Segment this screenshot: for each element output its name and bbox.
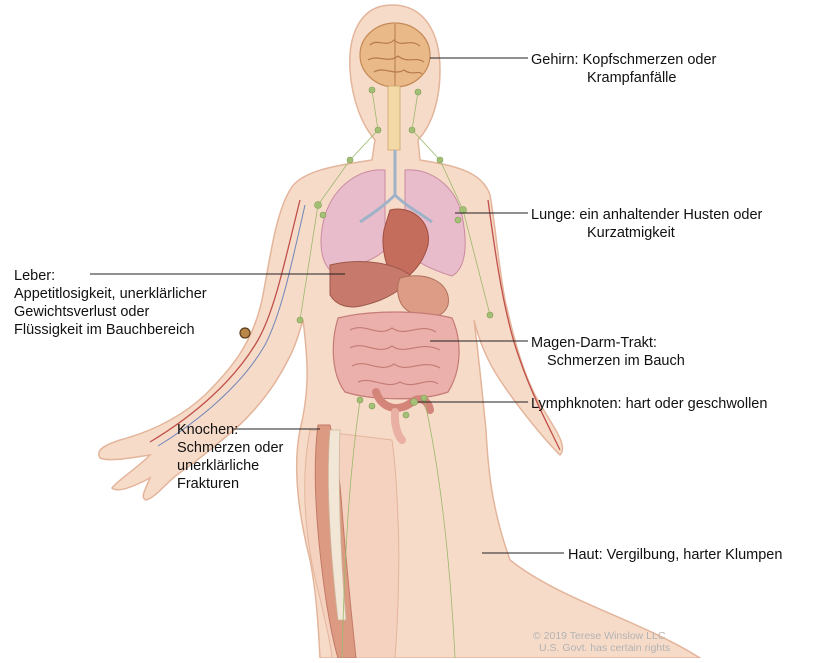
label-bone-line4: Frakturen: [177, 475, 283, 493]
credit-line1: © 2019 Terese Winslow LLC: [533, 630, 670, 642]
label-liver-line2: Appetitlosigkeit, unerklärlicher: [14, 285, 207, 303]
label-bone-line3: unerklärliche: [177, 457, 283, 475]
label-gi: Magen-Darm-Trakt: Schmerzen im Bauch: [531, 334, 685, 370]
label-lymph: Lymphknoten: hart oder geschwollen: [531, 395, 767, 413]
label-lung-line2: Kurzatmigkeit: [531, 224, 762, 242]
label-bone-line1: Knochen:: [177, 421, 283, 439]
label-brain-line2: Krampfanfälle: [531, 69, 716, 87]
arm-lesion: [240, 328, 250, 338]
label-bone-line2: Schmerzen oder: [177, 439, 283, 457]
credit-line2: U.S. Govt. has certain rights: [533, 642, 670, 654]
label-liver-line3: Gewichtsverlust oder: [14, 303, 207, 321]
label-gi-line2: Schmerzen im Bauch: [531, 352, 685, 370]
label-brain-line1: Gehirn: Kopfschmerzen oder: [531, 51, 716, 69]
label-skin-line1: Haut: Vergilbung, harter Klumpen: [568, 546, 782, 564]
label-liver-line1: Leber:: [14, 267, 207, 285]
label-lymph-line1: Lymphknoten: hart oder geschwollen: [531, 395, 767, 413]
copyright-credit: © 2019 Terese Winslow LLC U.S. Govt. has…: [533, 630, 670, 654]
label-brain: Gehirn: Kopfschmerzen oder Krampfanfälle: [531, 51, 716, 87]
label-lung-line1: Lunge: ein anhaltender Husten oder: [531, 206, 762, 224]
label-gi-line1: Magen-Darm-Trakt:: [531, 334, 685, 352]
label-lung: Lunge: ein anhaltender Husten oder Kurza…: [531, 206, 762, 242]
label-liver: Leber: Appetitlosigkeit, unerklärlicher …: [14, 267, 207, 339]
label-skin: Haut: Vergilbung, harter Klumpen: [568, 546, 782, 564]
label-liver-line4: Flüssigkeit im Bauchbereich: [14, 321, 207, 339]
label-bone: Knochen: Schmerzen oder unerklärliche Fr…: [177, 421, 283, 493]
